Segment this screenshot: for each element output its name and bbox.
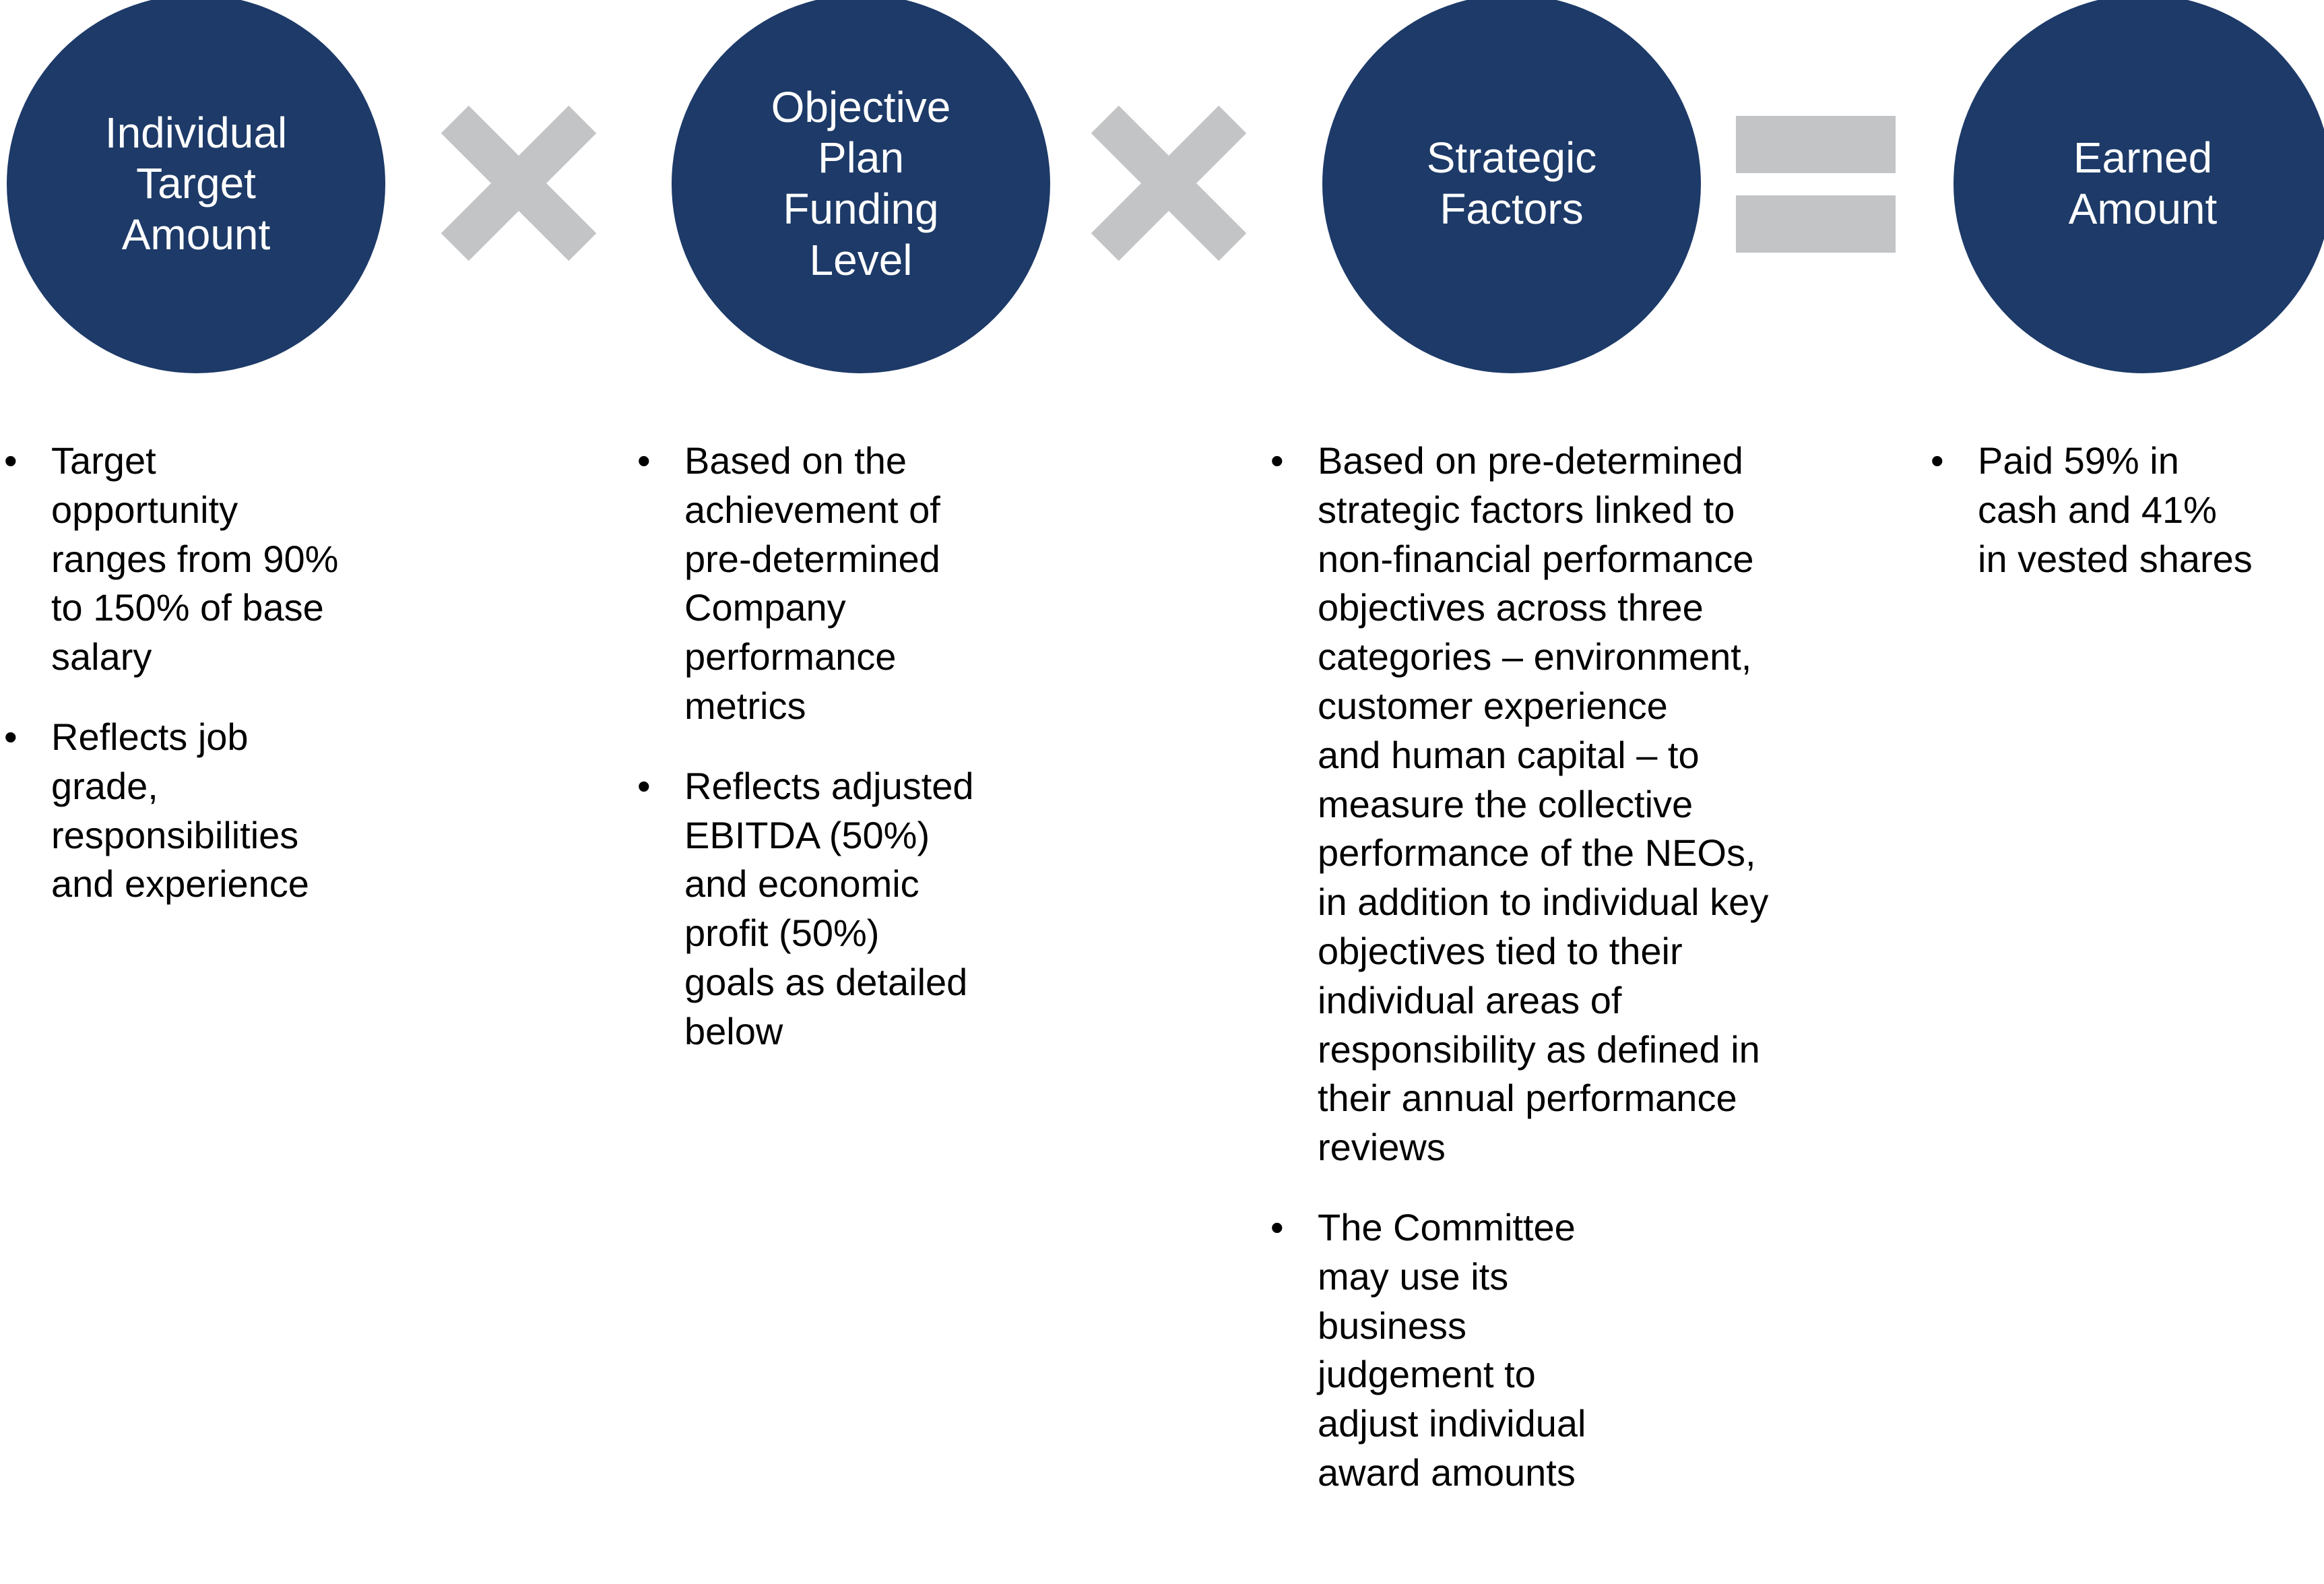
bullet-column-strategic-factors: • Based on pre-determined strategic fact… xyxy=(1266,437,1866,1498)
bullet-column-objective-plan-funding-level: • Based on the achievement of pre-determ… xyxy=(633,437,1031,1056)
bullet-icon: • xyxy=(1270,439,1284,482)
circle-label: Strategic Factors xyxy=(1426,133,1597,233)
bullet-icon: • xyxy=(637,764,651,807)
bullet-icon: • xyxy=(4,439,18,482)
list-item-text: Based on the achievement of pre-determin… xyxy=(684,439,940,727)
equals-stroke xyxy=(1736,195,1896,253)
list-item: • Paid 59% in cash and 41% in vested sha… xyxy=(1927,437,2317,583)
circle-label: Earned Amount xyxy=(2068,133,2218,233)
bullet-column-earned-amount: • Paid 59% in cash and 41% in vested sha… xyxy=(1927,437,2317,583)
bullet-icon: • xyxy=(1931,439,1944,482)
formula-node-objective-plan-funding-level: Objective Plan Funding Level xyxy=(672,0,1050,373)
list-item-text: Reflects job grade, responsibilities and… xyxy=(51,715,309,906)
list-item-text: Paid 59% in cash and 41% in vested share… xyxy=(1978,439,2253,580)
list-item: • Reflects adjusted EBITDA (50%) and eco… xyxy=(633,762,1031,1056)
multiply-icon xyxy=(1090,105,1248,261)
equals-icon xyxy=(1736,116,1896,253)
bullet-icon: • xyxy=(4,715,18,758)
list-item-text: Based on pre-determined strategic factor… xyxy=(1318,439,1769,1169)
list-item: • Reflects job grade, responsibilities a… xyxy=(0,713,404,909)
bullet-icon: • xyxy=(1270,1205,1284,1248)
list-item: • Target opportunity ranges from 90% to … xyxy=(0,437,404,682)
formula-node-earned-amount: Earned Amount xyxy=(1954,0,2324,373)
list-item: • Based on the achievement of pre-determ… xyxy=(633,437,1031,731)
equals-stroke xyxy=(1736,116,1896,173)
list-item-text: The Committee may use its business judge… xyxy=(1318,1205,1586,1494)
bullet-column-individual-target-amount: • Target opportunity ranges from 90% to … xyxy=(0,437,404,909)
list-item: • Based on pre-determined strategic fact… xyxy=(1266,437,1866,1172)
list-item-text: Target opportunity ranges from 90% to 15… xyxy=(51,439,339,678)
circle-label: Objective Plan Funding Level xyxy=(771,82,951,284)
list-item: • The Committee may use its business jud… xyxy=(1266,1203,1866,1498)
multiply-icon xyxy=(440,105,598,261)
list-item-text: Reflects adjusted EBITDA (50%) and econo… xyxy=(684,764,974,1052)
formula-node-individual-target-amount: Individual Target Amount xyxy=(7,0,385,373)
formula-node-strategic-factors: Strategic Factors xyxy=(1322,0,1701,373)
circle-label: Individual Target Amount xyxy=(104,108,288,259)
bullet-icon: • xyxy=(637,439,651,482)
